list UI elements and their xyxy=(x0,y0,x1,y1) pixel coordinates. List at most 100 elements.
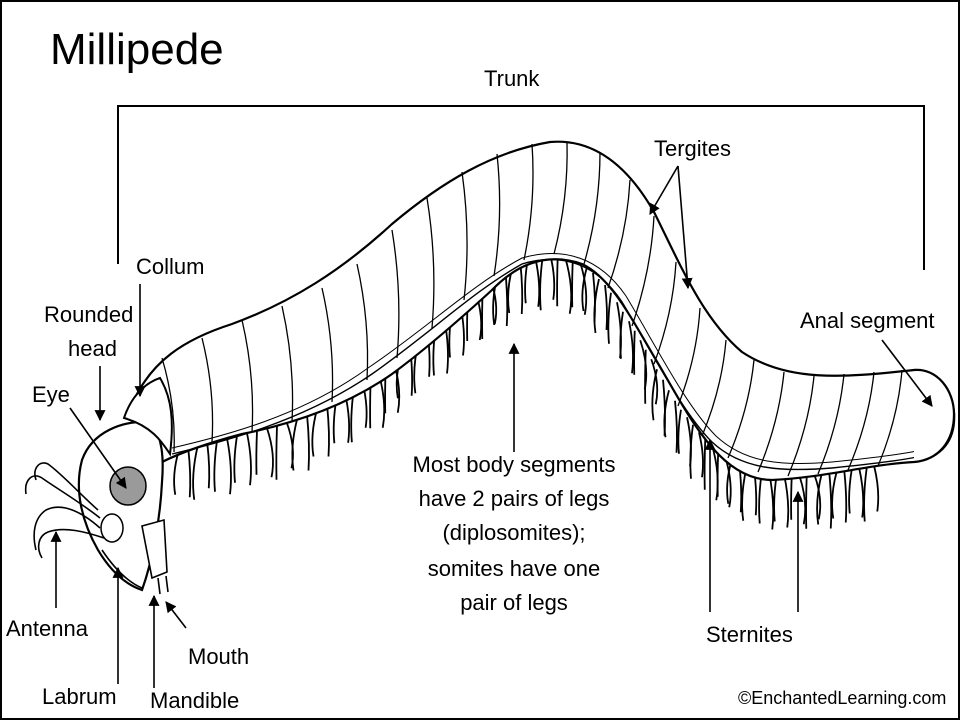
trunk-label: Trunk xyxy=(484,66,540,91)
leg xyxy=(246,433,252,486)
segment-ring xyxy=(727,359,755,459)
sternite-line-inner xyxy=(171,253,918,465)
leg xyxy=(628,321,634,374)
leg xyxy=(863,467,868,522)
diagram-title: Millipede xyxy=(50,25,224,74)
leg xyxy=(604,284,608,331)
mouth-label: Mouth xyxy=(188,644,249,669)
leg xyxy=(173,450,180,495)
leg xyxy=(306,414,310,471)
leg xyxy=(783,475,790,528)
leg xyxy=(773,474,778,522)
segment-ring xyxy=(653,261,677,365)
leg xyxy=(805,474,808,529)
antenna-strand xyxy=(34,462,99,511)
leg xyxy=(579,262,588,315)
leg xyxy=(275,425,278,480)
note-line: somites have one xyxy=(428,556,600,581)
segment-ring xyxy=(817,373,845,475)
segment-ring xyxy=(701,339,727,437)
note-line: pair of legs xyxy=(460,590,568,615)
leg xyxy=(593,278,600,334)
leg xyxy=(213,440,218,492)
leg xyxy=(651,369,658,421)
segment-ring xyxy=(523,143,534,261)
leg xyxy=(226,438,232,495)
antenna-strand xyxy=(33,506,101,551)
rounded-head-label-1: Rounded xyxy=(44,302,133,327)
leg xyxy=(581,266,588,312)
mandible-part xyxy=(141,518,168,580)
antenna-socket xyxy=(100,513,124,543)
leg xyxy=(716,449,720,497)
tergites-pointer xyxy=(677,165,693,290)
leg xyxy=(311,409,318,457)
segment-ring xyxy=(391,229,400,359)
antenna-strand xyxy=(37,528,105,559)
leg xyxy=(187,448,192,498)
leg xyxy=(619,311,624,359)
rounded-head-label-2: head xyxy=(68,336,117,361)
leg xyxy=(233,435,238,483)
segment-ring xyxy=(493,153,501,277)
anal-segment-pointer xyxy=(881,339,933,407)
anal-segment-label: Anal segment xyxy=(800,308,935,333)
segment-ring xyxy=(787,375,815,477)
leg xyxy=(291,419,298,471)
leg xyxy=(674,400,678,453)
leg xyxy=(326,404,330,457)
sternite-line xyxy=(171,258,918,471)
leg xyxy=(663,390,670,438)
eye-spot xyxy=(109,466,147,506)
leg xyxy=(703,438,707,490)
segment-ring xyxy=(607,179,631,289)
segment-ring xyxy=(356,263,369,381)
leg xyxy=(633,330,636,375)
anal-segment xyxy=(913,368,956,464)
leg xyxy=(519,261,524,315)
credit-text: ©EnchantedLearning.com xyxy=(738,688,946,708)
segment-ring xyxy=(631,215,655,327)
segment-ring xyxy=(161,357,175,453)
leg xyxy=(843,470,848,523)
eye-pointer xyxy=(69,407,127,489)
leg xyxy=(644,349,647,404)
segment-ring xyxy=(321,287,334,403)
leg xyxy=(813,473,822,520)
mouth-pointer xyxy=(165,601,187,629)
leg xyxy=(831,471,838,519)
leg xyxy=(571,260,574,308)
antenna-strand xyxy=(24,475,101,519)
leg xyxy=(564,257,573,314)
note-line: (diplosomites); xyxy=(442,520,585,545)
segment-ring xyxy=(241,319,254,433)
leg xyxy=(858,468,865,518)
body-segments xyxy=(161,141,903,477)
leg xyxy=(255,430,258,475)
leg xyxy=(873,466,880,512)
leg xyxy=(790,475,793,520)
labrum-label: Labrum xyxy=(42,684,117,709)
tergites-label: Tergites xyxy=(654,136,731,161)
leg xyxy=(556,255,559,307)
leg xyxy=(828,472,833,529)
segment-ring xyxy=(201,337,214,443)
note-line: have 2 pairs of legs xyxy=(419,486,610,511)
note-line: Most body segments xyxy=(413,452,616,477)
leg xyxy=(534,257,541,307)
segment-ring xyxy=(461,171,468,301)
segment-ring xyxy=(553,141,568,255)
mandible-label: Mandible xyxy=(150,688,239,713)
leg xyxy=(549,254,556,300)
body-segments-note: Most body segments have 2 pairs of legs … xyxy=(413,452,616,615)
trunk-bracket xyxy=(117,105,925,270)
segment-ring xyxy=(426,197,435,329)
leg xyxy=(539,256,544,311)
leg xyxy=(206,443,211,489)
segment-ring xyxy=(583,151,601,265)
leg xyxy=(848,469,853,514)
leg xyxy=(677,409,682,454)
leg xyxy=(816,473,823,525)
leg xyxy=(768,473,775,530)
